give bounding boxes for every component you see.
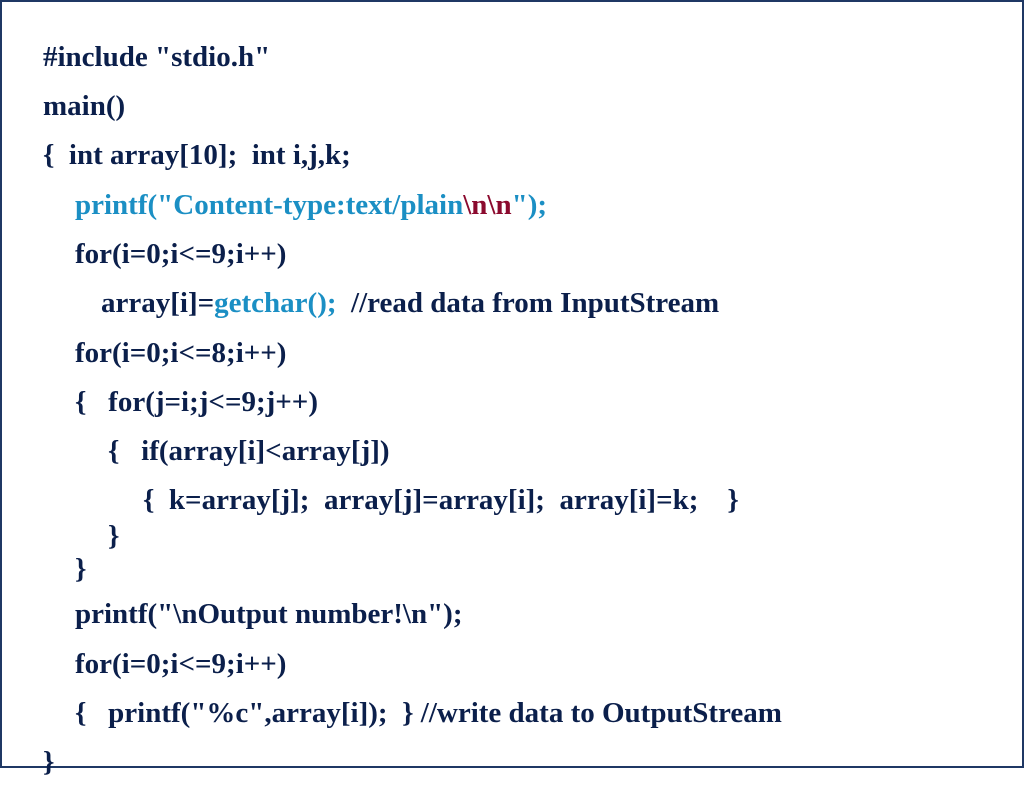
code-text: { for(j=i;j<=9;j++) <box>75 386 318 418</box>
code-text: for(i=0;i<=8;i++) <box>75 337 287 369</box>
code-line-printf-content-type: printf("Content-type:text/plain\n\n"); <box>46 162 547 249</box>
code-text: { printf("%c",array[i]); } //write data … <box>75 697 782 729</box>
code-line-for-read: for(i=0;i<=9;i++) <box>46 211 286 298</box>
code-text: #include "stdio.h" <box>43 41 271 73</box>
code-text: for(i=0;i<=9;i++) <box>75 238 287 270</box>
code-text: } <box>108 520 120 552</box>
code-text: } <box>75 553 87 585</box>
code-line-getchar: array[i]=getchar(); //read data from Inp… <box>72 260 719 347</box>
code-line-swap: { k=array[j]; array[j]=array[i]; array[i… <box>114 457 739 544</box>
code-line-close-inner: } <box>79 493 119 580</box>
code-text: printf("Content-type:text/plain\n\n"); <box>75 189 548 221</box>
code-line-for-inner: { for(j=i;j<=9;j++) <box>46 359 318 446</box>
code-text: main() <box>43 90 126 122</box>
code-line-close-outer: } <box>46 526 86 613</box>
code-text: } <box>43 746 55 778</box>
code-line-main: main() <box>14 63 125 150</box>
code-slide: #include "stdio.h" main() { int array[10… <box>0 0 1024 777</box>
code-line-declarations: { int array[10]; int i,j,k; <box>14 112 351 199</box>
code-line-for-outer: for(i=0;i<=8;i++) <box>46 310 286 397</box>
code-text: { k=array[j]; array[j]=array[i]; array[i… <box>143 484 739 516</box>
code-text: array[i]=getchar(); //read data from Inp… <box>101 287 720 319</box>
code-line-close-main: } <box>14 719 54 806</box>
code-line-include: #include "stdio.h" <box>14 14 270 101</box>
code-line-printf-output: printf("\nOutput number!\n"); <box>46 571 463 658</box>
code-text: { if(array[i]<array[j]) <box>108 435 390 467</box>
code-line-printf-char: { printf("%c",array[i]); } //write data … <box>46 670 782 757</box>
code-line-for-write: for(i=0;i<=9;i++) <box>46 621 286 708</box>
code-text: for(i=0;i<=9;i++) <box>75 648 287 680</box>
code-text: { int array[10]; int i,j,k; <box>43 139 351 171</box>
code-text: printf("\nOutput number!\n"); <box>75 598 463 630</box>
code-line-if: { if(array[i]<array[j]) <box>79 408 390 495</box>
